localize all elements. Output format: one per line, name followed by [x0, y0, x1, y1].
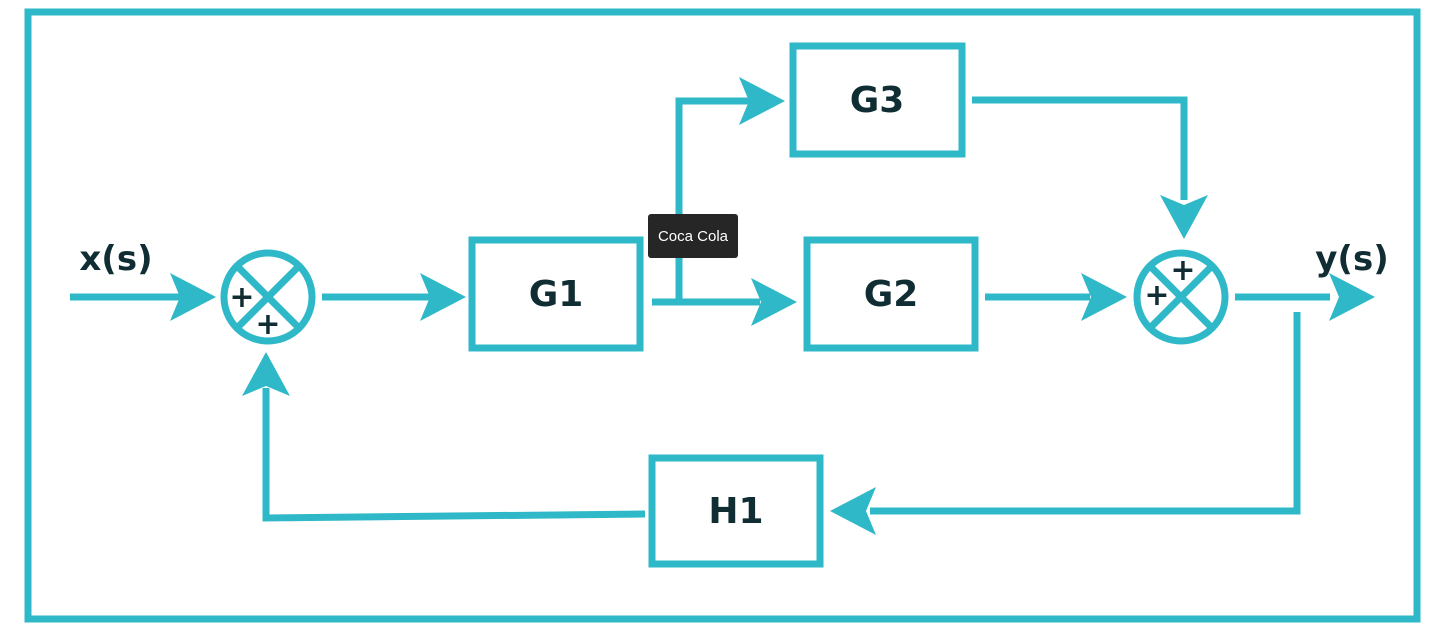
block-g2-label: G2	[864, 274, 919, 315]
tooltip: Coca Cola	[648, 214, 738, 258]
h1-to-sj1-line	[262, 388, 646, 522]
branch-to-g3-line	[675, 97, 752, 302]
sj1-sign-left: +	[229, 280, 254, 315]
block-g1-label: G1	[529, 274, 584, 315]
diagram-frame	[24, 8, 1421, 623]
arrow-to-g2	[751, 278, 797, 326]
g3-to-sj2-line	[972, 96, 1188, 200]
block-g1	[468, 236, 644, 352]
block-g2	[803, 236, 979, 352]
block-h1-label: H1	[708, 491, 763, 532]
sj1-sign-bottom: +	[255, 307, 280, 342]
arrow-to-sj1-bottom	[242, 352, 290, 396]
arrow-to-sj2-left	[1081, 273, 1127, 321]
feedback-to-h1-line	[870, 312, 1301, 515]
tooltip-text: Coca Cola	[657, 227, 729, 245]
sj2-sign-left: +	[1144, 278, 1169, 313]
output-label: y(s)	[1315, 239, 1388, 279]
arrow-to-g1	[420, 273, 466, 321]
sj2-sign-top: +	[1170, 253, 1195, 288]
block-g3-label: G3	[850, 80, 905, 121]
arrow-to-h1	[830, 487, 876, 535]
input-label: x(s)	[79, 239, 152, 279]
summing-junction-2	[1133, 249, 1229, 345]
arrow-to-g3	[739, 77, 785, 125]
block-h1	[648, 454, 824, 568]
arrow-output	[1329, 273, 1375, 321]
arrow-input	[170, 273, 216, 321]
block-g3	[789, 42, 966, 158]
summing-junction-1	[220, 249, 316, 345]
arrow-to-sj2-top	[1160, 195, 1208, 239]
